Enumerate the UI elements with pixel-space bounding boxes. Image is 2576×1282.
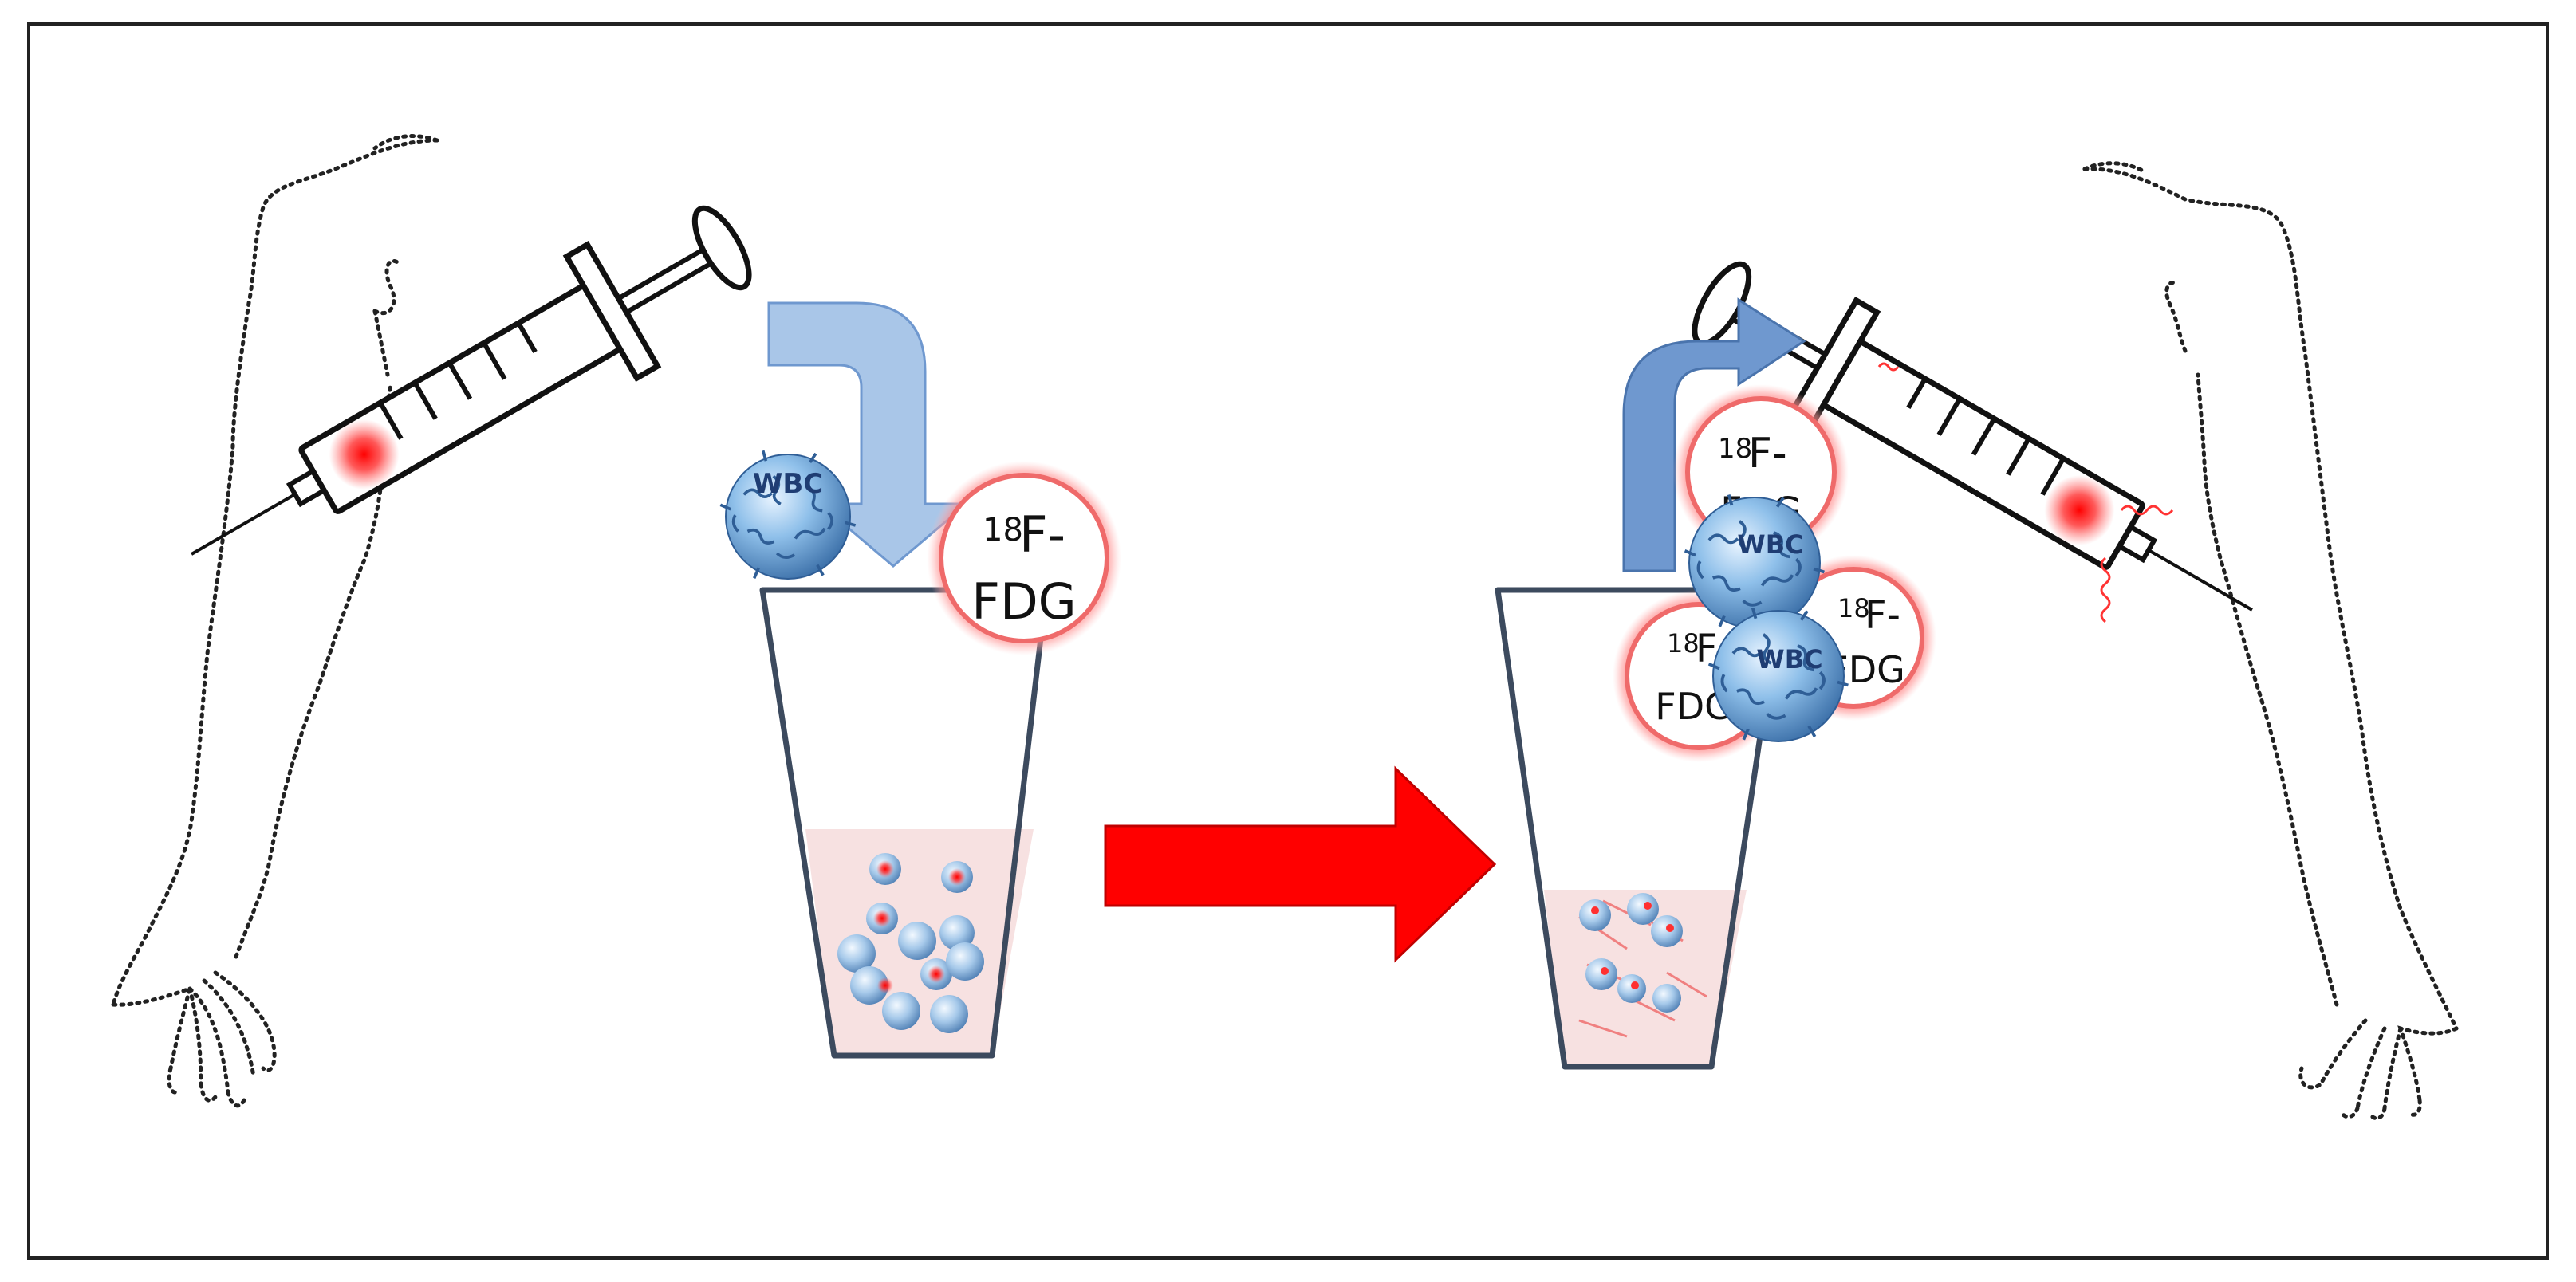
isotope-symbol: F- [1865, 593, 1900, 638]
cup-icon-right [1495, 587, 1785, 1070]
wbc-label: WBC [1737, 529, 1803, 560]
labeled-cell-group-left [837, 853, 984, 1033]
arrow-icon-left-down [767, 301, 971, 568]
arrow-icon-right-up [1622, 297, 1806, 572]
syringe-icon-left [191, 205, 752, 556]
white-blood-cell-icon-cluster-top: WBC [1683, 493, 1826, 629]
isotope-mass: 18 [1837, 593, 1870, 623]
wbc-label: WBC [753, 468, 823, 500]
wbc-label: WBC [1756, 644, 1822, 674]
radiation-wave-icon [1877, 362, 2174, 623]
human-outline-icon-right [2082, 161, 2459, 1121]
tracer-label: FDG [971, 572, 1076, 631]
cell-cluster-right [1579, 893, 1683, 1013]
arrow-icon-red [1104, 765, 1497, 963]
white-blood-cell-icon-cluster-bottom: WBC [1707, 606, 1850, 742]
cup-icon-left [759, 587, 1050, 1059]
isotope-mass: 18 [1718, 433, 1752, 465]
white-blood-cell-icon-left: WBC [719, 449, 857, 580]
isotope-symbol: F- [1748, 430, 1787, 478]
isotope-mass: 18 [1667, 628, 1700, 659]
isotope-symbol: F- [1019, 505, 1065, 564]
isotope-mass: 18 [983, 512, 1023, 549]
diagram-frame [27, 22, 2549, 1260]
fdg-tag-icon-left: 18 F- FDG [927, 461, 1121, 655]
